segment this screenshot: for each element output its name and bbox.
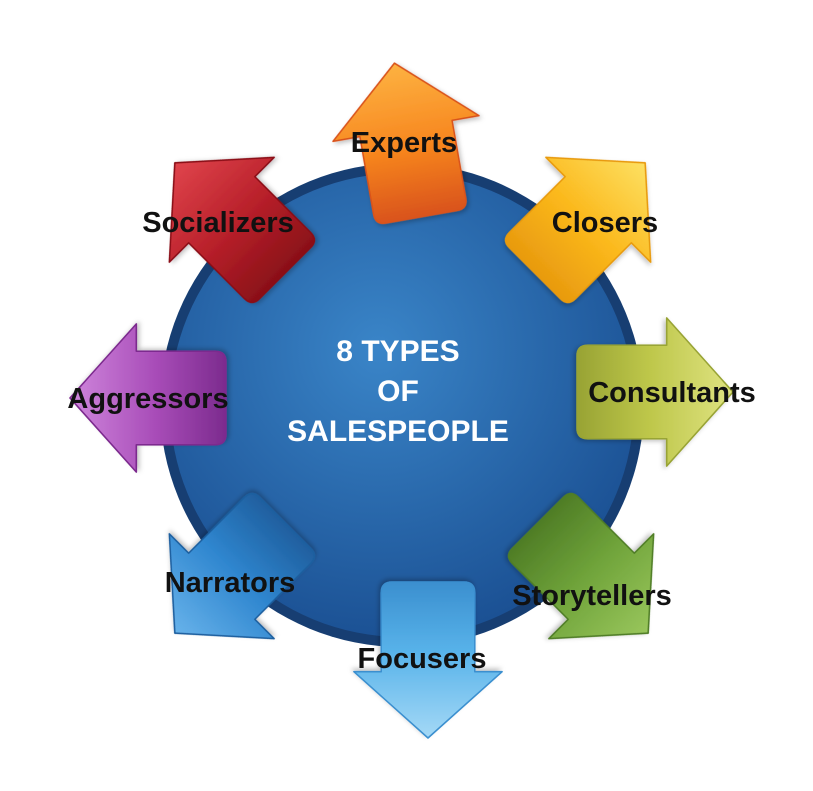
arrow-storytellers-label: Storytellers bbox=[512, 580, 672, 612]
arrow-socializers-shape bbox=[168, 156, 316, 304]
arrow-narrators-label: Narrators bbox=[165, 567, 296, 599]
arrow-storytellers: Storytellers bbox=[507, 492, 672, 640]
arrow-aggressors-shape bbox=[69, 323, 227, 473]
arrow-experts-shape bbox=[332, 62, 480, 225]
center-title-line-1: 8 TYPES bbox=[336, 335, 459, 368]
arrow-socializers: Socializers bbox=[142, 156, 316, 304]
center-title-line-3: SALESPEOPLE bbox=[287, 415, 509, 448]
arrow-consultants: Consultants bbox=[576, 317, 756, 467]
arrow-ring: ExpertsClosersConsultantsStorytellersFoc… bbox=[67, 62, 756, 739]
arrow-closers-label: Closers bbox=[552, 207, 658, 239]
center-title-line-2: OF bbox=[377, 375, 419, 408]
arrow-consultants-shape bbox=[576, 317, 734, 467]
hub-disc bbox=[170, 173, 634, 637]
arrow-experts-label: Experts bbox=[351, 127, 457, 159]
arrow-focusers-shape bbox=[353, 581, 503, 739]
center-title: 8 TYPES OF SALESPEOPLE bbox=[287, 335, 509, 448]
arrow-focusers: Focusers bbox=[353, 581, 503, 739]
arrow-storytellers-shape bbox=[507, 492, 655, 640]
arrow-aggressors: Aggressors bbox=[67, 323, 229, 473]
arrow-consultants-label: Consultants bbox=[588, 377, 756, 409]
arrow-narrators-shape bbox=[168, 492, 316, 640]
arrow-narrators: Narrators bbox=[165, 492, 316, 640]
arrow-socializers-label: Socializers bbox=[142, 207, 294, 239]
arrow-aggressors-label: Aggressors bbox=[67, 383, 228, 415]
arrow-closers: Closers bbox=[504, 156, 658, 304]
arrow-closers-shape bbox=[504, 156, 652, 304]
arrow-focusers-label: Focusers bbox=[358, 643, 487, 675]
arrow-experts: Experts bbox=[332, 62, 480, 225]
